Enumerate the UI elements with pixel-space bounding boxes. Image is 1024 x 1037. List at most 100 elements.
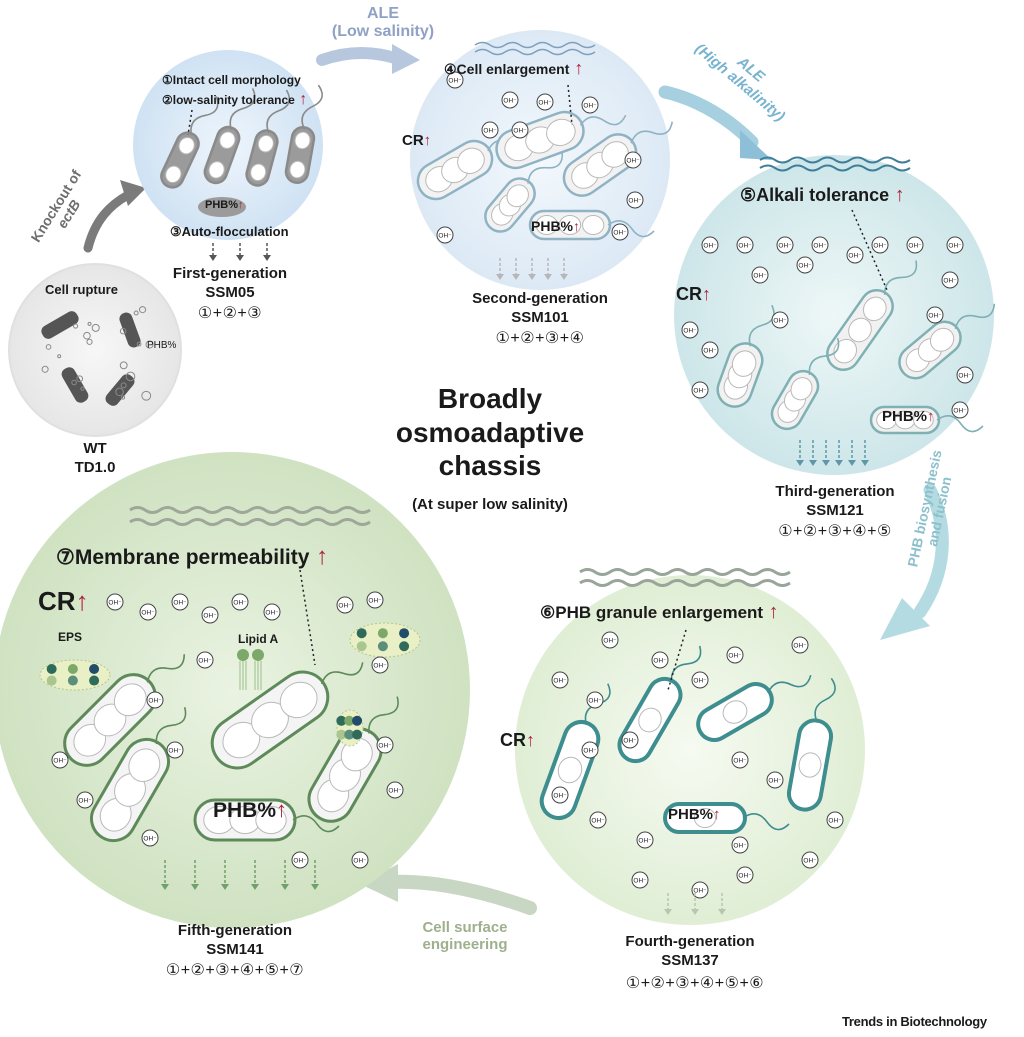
svg-text:OH⁻: OH⁻	[943, 278, 957, 285]
up-arrow-icon: ↑	[713, 806, 721, 823]
hydroxide-ion: OH⁻	[537, 94, 553, 110]
gen2-combo: ①+②+③+④	[455, 330, 625, 348]
hydroxide-ion: OH⁻	[872, 237, 888, 253]
hydroxide-ion: OH⁻	[264, 604, 280, 620]
up-arrow-icon: ↑	[295, 91, 307, 108]
hydroxide-ion: OH⁻	[590, 812, 606, 828]
up-arrow-icon: ↑	[569, 58, 583, 78]
hydroxide-ion: OH⁻	[627, 192, 643, 208]
eps-cluster	[350, 623, 420, 657]
hydroxide-ion: OH⁻	[692, 672, 708, 688]
svg-text:OH⁻: OH⁻	[78, 798, 92, 805]
hydroxide-ion: OH⁻	[352, 852, 368, 868]
svg-text:OH⁻: OH⁻	[53, 758, 67, 765]
svg-text:OH⁻: OH⁻	[265, 610, 279, 617]
svg-text:OH⁻: OH⁻	[503, 98, 517, 105]
hydroxide-ion: OH⁻	[732, 752, 748, 768]
svg-text:OH⁻: OH⁻	[553, 793, 567, 800]
hydroxide-ion: OH⁻	[727, 647, 743, 663]
up-arrow-icon: ↑	[763, 601, 779, 623]
svg-text:OH⁻: OH⁻	[738, 243, 752, 250]
svg-text:OH⁻: OH⁻	[703, 243, 717, 250]
svg-text:OH⁻: OH⁻	[733, 758, 747, 765]
svg-text:OH⁻: OH⁻	[623, 738, 637, 745]
hydroxide-ion: OH⁻	[957, 367, 973, 383]
hydroxide-ion: OH⁻	[632, 872, 648, 888]
hydroxide-ion: OH⁻	[387, 782, 403, 798]
hydroxide-ion: OH⁻	[802, 852, 818, 868]
hydroxide-ion: OH⁻	[232, 594, 248, 610]
hydroxide-ion: OH⁻	[552, 787, 568, 803]
svg-text:OH⁻: OH⁻	[233, 600, 247, 607]
svg-text:OH⁻: OH⁻	[628, 198, 642, 205]
hydroxide-ion: OH⁻	[582, 742, 598, 758]
hydroxide-ion: OH⁻	[907, 237, 923, 253]
svg-text:OH⁻: OH⁻	[653, 658, 667, 665]
gen2-phb-label: PHB%↑	[531, 218, 580, 234]
ale-low-label: ALE (Low salinity)	[308, 5, 458, 40]
svg-text:OH⁻: OH⁻	[603, 638, 617, 645]
hydroxide-ion: OH⁻	[682, 322, 698, 338]
svg-text:OH⁻: OH⁻	[388, 788, 402, 795]
svg-text:OH⁻: OH⁻	[538, 100, 552, 107]
ale-low-arrowhead	[392, 44, 420, 74]
gen5-eps-label: EPS	[58, 630, 82, 644]
up-arrow-icon: ↑	[276, 797, 287, 822]
svg-text:OH⁻: OH⁻	[798, 263, 812, 270]
svg-text:OH⁻: OH⁻	[583, 103, 597, 110]
ale-high-arrowhead	[740, 130, 772, 160]
hydroxide-ion: OH⁻	[377, 737, 393, 753]
svg-text:OH⁻: OH⁻	[958, 373, 972, 380]
svg-text:OH⁻: OH⁻	[368, 598, 382, 605]
center-title-line-2: osmoadaptive	[380, 416, 600, 450]
hydroxide-ion: OH⁻	[702, 237, 718, 253]
hydroxide-ion: OH⁻	[437, 227, 453, 243]
svg-text:OH⁻: OH⁻	[203, 613, 217, 620]
hydroxide-ion: OH⁻	[692, 382, 708, 398]
gen1-strain: SSM05	[180, 284, 280, 301]
svg-text:OH⁻: OH⁻	[693, 388, 707, 395]
svg-text:OH⁻: OH⁻	[768, 778, 782, 785]
svg-text:OH⁻: OH⁻	[753, 273, 767, 280]
hydroxide-ion: OH⁻	[812, 237, 828, 253]
gen3-feature-5: ⑤Alkali tolerance ↑	[740, 184, 905, 207]
hydroxide-ion: OH⁻	[552, 672, 568, 688]
gen4-phb-label: PHB%↑	[668, 806, 721, 823]
up-arrow-icon: ↑	[238, 199, 244, 211]
svg-text:OH⁻: OH⁻	[148, 698, 162, 705]
gen4-cr: CR↑	[500, 730, 535, 751]
hydroxide-ion: OH⁻	[337, 597, 353, 613]
center-title-line-3: chassis	[380, 449, 600, 483]
svg-text:OH⁻: OH⁻	[583, 748, 597, 755]
surface-label-line-1: Cell surface	[405, 920, 525, 937]
gen2-feature-4: ④Cell enlargement ↑	[444, 58, 583, 79]
wt-strain: TD1.0	[55, 459, 135, 476]
svg-text:OH⁻: OH⁻	[948, 243, 962, 250]
svg-text:OH⁻: OH⁻	[108, 600, 122, 607]
hydroxide-ion: OH⁻	[622, 732, 638, 748]
svg-text:OH⁻: OH⁻	[613, 230, 627, 237]
up-arrow-icon: ↑	[76, 586, 89, 616]
up-arrow-icon: ↑	[573, 218, 580, 234]
gen1-feature-3: ③Auto-flocculation	[170, 224, 289, 240]
gen5-strain: SSM141	[185, 941, 285, 958]
svg-text:OH⁻: OH⁻	[553, 678, 567, 685]
svg-text:OH⁻: OH⁻	[703, 348, 717, 355]
svg-text:OH⁻: OH⁻	[168, 748, 182, 755]
hydroxide-ion: OH⁻	[772, 312, 788, 328]
svg-text:OH⁻: OH⁻	[813, 243, 827, 250]
gen3-cr: CR↑	[676, 284, 711, 305]
up-arrow-icon: ↑	[927, 408, 935, 425]
hydroxide-ion: OH⁻	[612, 224, 628, 240]
gen4-strain: SSM137	[640, 952, 740, 969]
hydroxide-ion: OH⁻	[847, 247, 863, 263]
svg-text:OH⁻: OH⁻	[293, 858, 307, 865]
hydroxide-ion: OH⁻	[625, 152, 641, 168]
svg-text:OH⁻: OH⁻	[773, 318, 787, 325]
gen2-cr: CR↑	[402, 132, 431, 149]
gen5-name: Fifth-generation	[140, 922, 330, 939]
ale-high-arrow	[665, 92, 752, 142]
svg-text:OH⁻: OH⁻	[778, 243, 792, 250]
hydroxide-ion: OH⁻	[167, 742, 183, 758]
